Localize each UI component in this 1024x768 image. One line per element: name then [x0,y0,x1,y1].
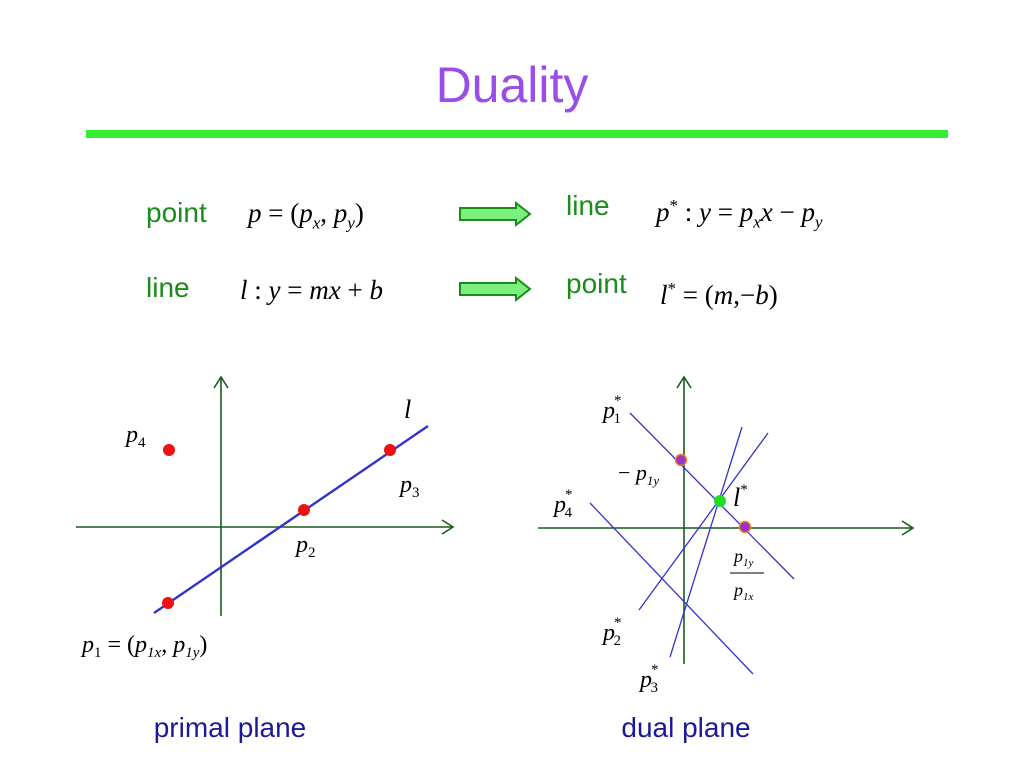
dual-line-p4 [589,502,754,675]
row2-right-word: point [566,268,627,299]
primal-point-p3 [384,444,396,456]
primal-plane-caption: primal plane [153,712,307,743]
row1-left-word: point [146,197,207,228]
primal-label-p4: p4 [124,422,146,451]
dual-slope-denominator: p1x [732,580,754,603]
dual-label-neg-intercept: − p1y [618,460,659,488]
row2-left-formula: l : y = mx + b [240,275,383,305]
dual-label-p1-star: p*1 [601,393,622,427]
dual-label-p3-star: p*3 [638,662,659,696]
dual-y-axis-arrowhead [676,375,692,389]
primal-point-p1 [162,597,174,609]
dual-line-p1 [629,412,795,580]
dual-line-p2 [638,432,769,611]
dual-label-l-star: l* [733,482,748,512]
dual-label-p2-star: p*2 [601,615,622,649]
row1-left-formula: p = (px, py) [248,198,364,233]
row1-right-word: line [566,190,610,221]
dual-label-p4-star: p*4 [552,487,573,521]
row2-left-word: line [146,272,190,303]
dual-slope-numerator: p1y [732,546,754,569]
row1-right-formula: p* : y = pxx − py [656,196,823,232]
primal-line-label: l [404,395,411,424]
primal-label-p3: p3 [398,472,420,501]
primal-label-p1: p1 = (p1x, p1y) [80,632,207,661]
primal-plane: l p4 p3 p2 p1 = (p1x, p1y) [76,375,455,661]
primal-y-axis-arrowhead [213,375,229,389]
title-underline [86,130,948,138]
dual-x-intercept-point [738,520,752,534]
dual-plane-caption: dual plane [621,712,751,743]
row2-right-formula: l* = (m,−b) [660,279,778,310]
primal-point-p4 [163,444,175,456]
primal-point-p2 [298,504,310,516]
primal-line-l [153,425,429,614]
dual-point-l-star [714,495,726,507]
row2-arrow [459,276,532,302]
row1-arrow [459,201,532,227]
dual-x-axis-arrowhead [901,520,915,536]
dual-line-p3 [669,426,743,658]
primal-x-axis-arrowhead [441,519,455,535]
dual-plane: p*1 p*4 p*2 p*3 l* − p1y p1y p1x [538,375,915,696]
primal-label-p2: p2 [294,532,316,561]
dual-intercept-point [674,453,688,467]
page-title: Duality [435,57,589,113]
